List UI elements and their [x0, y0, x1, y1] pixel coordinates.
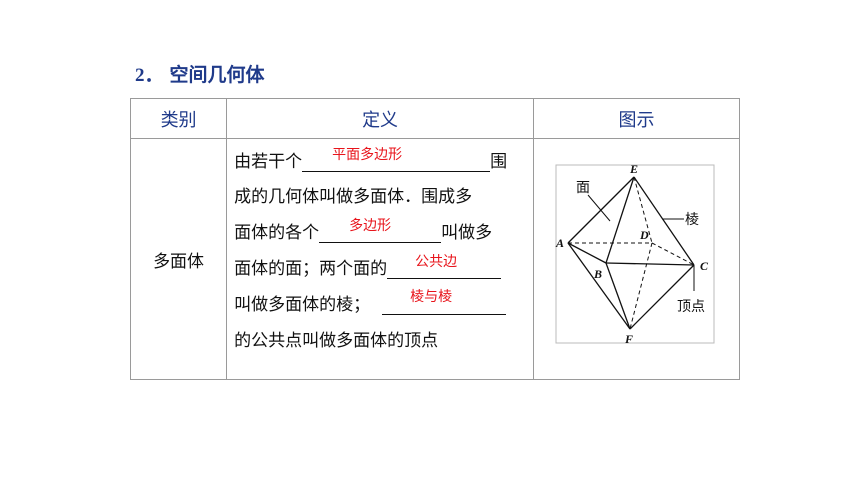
vertex-label-D: D [639, 228, 649, 242]
category-cell: 多面体 [129, 138, 228, 380]
definition-line-3: 面体的各个 多边形 叫做多 [234, 218, 492, 243]
face-pointer [587, 194, 611, 222]
section-heading: 2．空间几何体 [135, 60, 265, 87]
figure-frame [555, 164, 715, 344]
answer-blank-2: 多边形 [319, 218, 442, 243]
edge-BC [605, 262, 694, 266]
answer-blank-4: 棱与棱 [382, 289, 507, 315]
answer-3: 公共边 [415, 254, 458, 270]
def-text: 面体的面；两个面的 [234, 259, 388, 279]
vertex-label-E: E [629, 162, 638, 176]
section-title: 空间几何体 [169, 64, 265, 86]
answer-blank-1: 平面多边形 [302, 147, 491, 172]
edge-EC [633, 176, 695, 266]
answer-1: 平面多边形 [332, 147, 403, 163]
def-text: 面体的各个 [234, 223, 320, 243]
hidden-edge-DF [629, 242, 653, 330]
header-definition: 定义 [226, 98, 534, 139]
hidden-edge-ED [633, 176, 653, 244]
definition-line-4: 面体的面；两个面的 公共边 [234, 254, 502, 279]
vertex-label-C: C [700, 259, 709, 273]
vertex-label-F: F [624, 332, 633, 346]
edge-CF [629, 264, 695, 330]
definition-line-5: 叫做多面体的棱； 棱与棱 [234, 289, 507, 315]
edge-EB [605, 176, 635, 264]
polyhedron-diagram: E A B C D F 面 棱 顶点 [555, 162, 715, 346]
section-number: 2． [135, 65, 164, 86]
definition-line-1: 由若干个 平面多边形 围 [234, 147, 507, 172]
definition-line-2: 成的几何体叫做多面体．围成多 [234, 187, 473, 207]
answer-4: 棱与棱 [410, 289, 453, 305]
def-text: 叫做多 [441, 223, 493, 243]
edge-BF [605, 262, 631, 330]
vertex-label: 顶点 [677, 299, 705, 315]
answer-blank-3: 公共边 [387, 254, 502, 279]
hidden-edge-DC [651, 242, 695, 266]
vertex-label-A: A [555, 236, 564, 250]
def-text: 围 [490, 152, 508, 172]
table-header-row: 类别 定义 图示 [129, 98, 741, 139]
vertex-label-B: B [593, 267, 602, 281]
definition-line-6: 的公共点叫做多面体的顶点 [234, 331, 439, 351]
def-text: 叫做多面体的棱； [234, 295, 371, 315]
answer-2: 多边形 [349, 218, 392, 234]
definition-cell: 由若干个 平面多边形 围 成的几何体叫做多面体．围成多 面体的各个 多边形 叫做多 面体… [226, 138, 534, 380]
figure-cell: E A B C D F 面 棱 顶点 [532, 138, 741, 380]
concept-table: 类别 定义 图示 多面体 由若干个 平面多边形 围 成的几何体叫做多面体．围成多 面… [129, 98, 741, 380]
edge-AF [567, 242, 631, 330]
table-row: 多面体 由若干个平面多边形围 成的几何体叫做多面体．围成多 面体的各个多边形叫做… [129, 138, 741, 380]
face-label: 面 [576, 181, 590, 196]
edge-AB [567, 242, 607, 264]
header-category: 类别 [129, 98, 228, 139]
def-text: 由若干个 [234, 152, 303, 172]
header-figure: 图示 [532, 98, 741, 139]
edge-label: 棱 [685, 212, 699, 228]
